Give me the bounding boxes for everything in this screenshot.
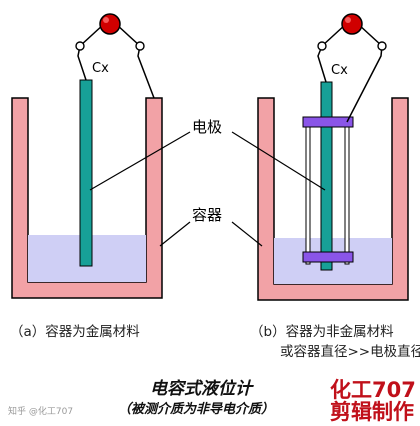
cx-label-b: Cx <box>331 63 348 78</box>
terminal-b-left <box>317 41 327 51</box>
meter-b-highlight <box>345 17 351 23</box>
leader-electrode-b <box>231 131 326 191</box>
caption-b-line1: （b）容器为非金属材料 <box>250 324 394 340</box>
leader-container-b <box>231 221 263 247</box>
leader-container-a <box>159 221 191 247</box>
leader-lines <box>89 131 326 247</box>
outer-electrode-left-b <box>305 121 311 265</box>
diagram-b <box>257 13 409 301</box>
brand-line1: 化工707 <box>330 378 416 402</box>
meter-a-highlight <box>103 17 109 23</box>
container-wall-a <box>11 97 163 299</box>
caption-b-line2: 或容器直径>>电极直径 <box>280 344 420 360</box>
container-label: 容器 <box>192 206 222 224</box>
meter-a <box>99 13 121 35</box>
page-title: 电容式液位计 <box>150 379 252 399</box>
wire-b-left <box>317 23 347 83</box>
wire-b-right <box>346 23 383 123</box>
terminal-b-right <box>377 41 387 51</box>
electrode-b <box>320 81 333 271</box>
container-wall-b <box>257 97 409 301</box>
terminal-a-right <box>135 41 145 51</box>
watermark: 知乎 @化工707 <box>8 407 74 417</box>
wire-a-left <box>77 23 105 81</box>
wire-a-right <box>115 23 155 99</box>
terminal-a-left <box>75 41 85 51</box>
diagram-a <box>11 13 163 299</box>
page-subtitle: （被测介质为非导电介质） <box>118 402 275 417</box>
meter-b <box>341 13 363 35</box>
outer-electrode-right-b <box>344 121 350 265</box>
electrode-label: 电极 <box>192 118 222 136</box>
insulator-top-b <box>302 116 354 128</box>
electrode-a <box>79 79 93 267</box>
brand-line2: 剪辑制作 <box>330 400 414 424</box>
insulator-bottom-b <box>302 251 354 263</box>
cx-label-a: Cx <box>92 61 109 76</box>
leader-electrode-a <box>89 131 191 191</box>
caption-a: （a）容器为金属材料 <box>10 324 140 340</box>
